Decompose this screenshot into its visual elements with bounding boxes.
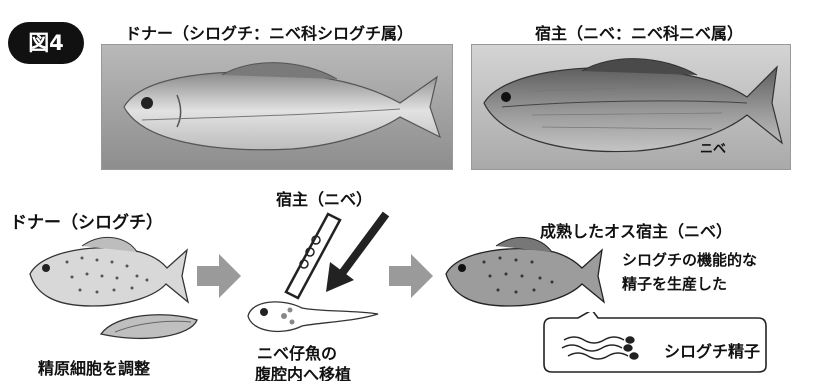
sperm-icon (560, 332, 650, 364)
arrow-right-icon (387, 252, 435, 300)
donor-step-label: 精原細胞を調整 (38, 355, 150, 379)
larva-illustration (242, 292, 382, 342)
host-photo-caption: 宿主（ニベ：ニベ科ニベ属） (535, 20, 743, 44)
testis-tissue-icon (95, 308, 203, 344)
arrow-right-icon (195, 252, 243, 300)
sperm-label: シログチ精子 (664, 338, 760, 362)
result-line-1: シログチの機能的な (622, 249, 757, 270)
donor-title: ドナー（シログチ） (10, 208, 163, 233)
donor-fish-photo (101, 44, 453, 170)
donor-photo-caption: ドナー（シログチ：ニベ科シログチ属） (125, 20, 413, 44)
mature-host-fish-illustration (440, 234, 608, 318)
injection-pipette-icon (282, 206, 390, 300)
host-fish-photo (471, 44, 791, 170)
result-line-2: 精子を生産した (622, 273, 727, 294)
figure-badge: 図4 (8, 22, 84, 64)
host-photo-label: ニベ (700, 138, 726, 157)
host-step-label-line2: 腹腔内へ移植 (255, 361, 351, 381)
